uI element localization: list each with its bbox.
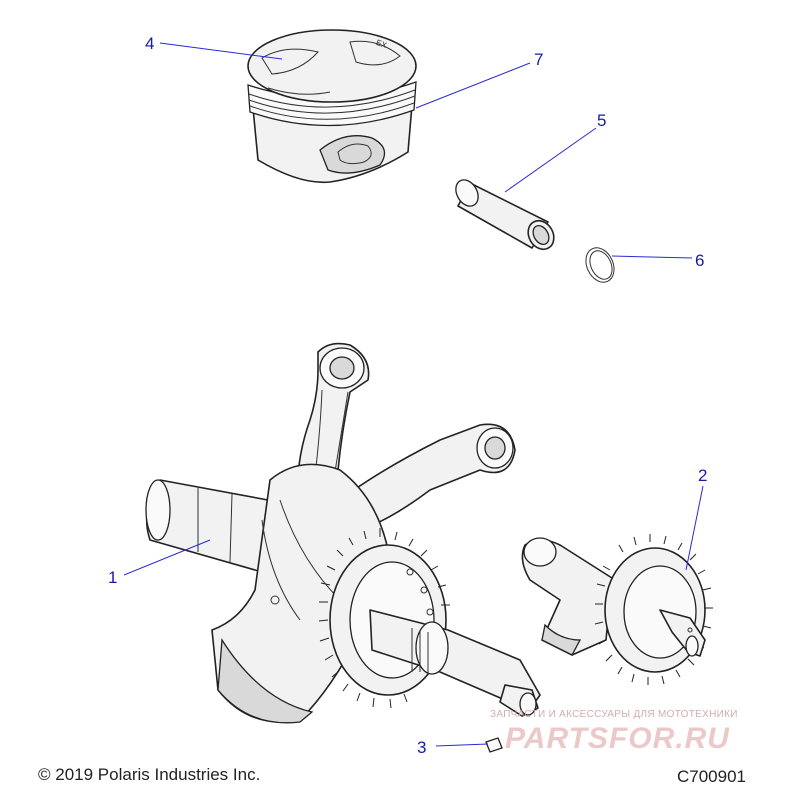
copyright-notice: © 2019 Polaris Industries Inc. (38, 765, 261, 784)
callout-6: 6 (695, 251, 704, 270)
balance-shaft-illustration (521, 534, 713, 685)
leader-line-3 (435, 743, 489, 747)
circlip-illustration (585, 247, 615, 283)
piston-illustration: EX (247, 29, 417, 184)
leader-line-4 (159, 42, 283, 60)
leader-line-2 (685, 485, 704, 571)
watermark-logo: ЗАПЧАСТИ И АКСЕССУАРЫ ДЛЯ МОТОТЕХНИКИ PA… (490, 709, 738, 755)
leader-line-5 (504, 127, 597, 193)
watermark-tagline: ЗАПЧАСТИ И АКСЕССУАРЫ ДЛЯ МОТОТЕХНИКИ (490, 709, 738, 720)
piston-ex-mark: EX (375, 38, 389, 50)
watermark-brand: PARTSFOR.RU (505, 722, 730, 755)
callout-3: 3 (417, 738, 426, 757)
callout-4: 4 (145, 34, 154, 53)
crank-gear-teeth (318, 528, 450, 709)
leader-line-7 (415, 62, 531, 109)
crankshaft-illustration (145, 342, 541, 724)
leader-line-6 (611, 255, 693, 259)
callout-5: 5 (597, 111, 606, 130)
callout-7: 7 (534, 50, 543, 69)
drawing-code: C700901 (677, 767, 747, 786)
piston-pin-illustration (455, 179, 555, 251)
callout-1: 1 (108, 568, 117, 587)
callout-2: 2 (698, 466, 707, 485)
key-illustration (485, 737, 503, 753)
leader-line-1 (123, 539, 211, 576)
